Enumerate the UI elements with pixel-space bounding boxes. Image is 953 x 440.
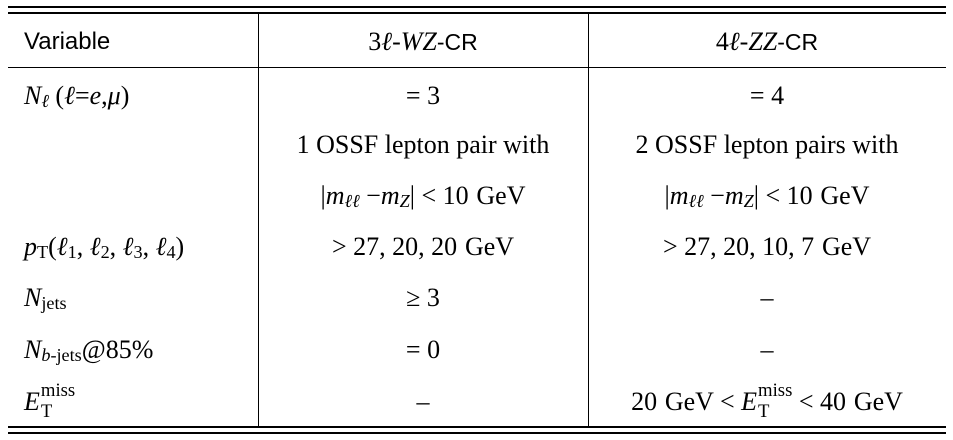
wz-n-leptons: = 3 — [405, 81, 441, 110]
top-rule — [8, 6, 946, 8]
zz-n-bjets: – — [760, 335, 774, 364]
zz-n-jets: – — [760, 283, 774, 312]
header-rule — [8, 67, 946, 69]
header-variable: Variable — [24, 28, 111, 55]
wz-ossf: 1 OSSF lepton pair with — [296, 130, 550, 159]
zz-n-leptons: = 4 — [749, 81, 785, 110]
wz-n-bjets: = 0 — [405, 335, 441, 364]
top-rule-inner — [8, 12, 946, 14]
zz-ossf: 2 OSSF lepton pairs with — [635, 130, 899, 159]
bottom-rule-inner — [8, 426, 946, 428]
wz-etmiss: – — [416, 387, 430, 416]
wz-n-jets: ≥ 3 — [406, 283, 440, 312]
column-divider-1 — [258, 13, 260, 427]
bottom-rule — [8, 432, 946, 434]
column-divider-2 — [588, 13, 590, 427]
